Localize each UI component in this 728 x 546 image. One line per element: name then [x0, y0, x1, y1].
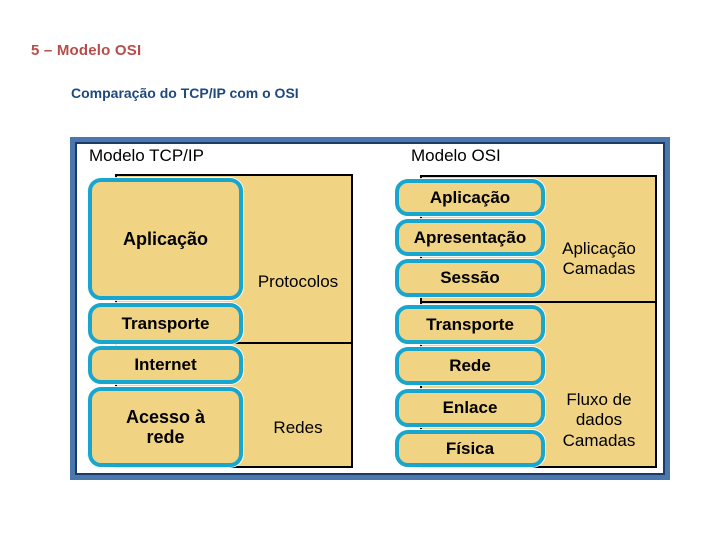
osi-layer-sessao: Sessão — [395, 259, 545, 297]
osi-layer-apresentacao: Apresentação — [395, 219, 545, 256]
osi-model-header: Modelo OSI — [411, 146, 501, 165]
slide-title: 5 – Modelo OSI — [31, 42, 142, 59]
osi-region-label-fluxo-dados: Fluxo de dados Camadas — [562, 390, 636, 450]
tcpip-layer-acesso-a-rede-label: Acesso à rede — [125, 406, 206, 447]
tcpip-region-label-redes: Redes — [273, 418, 323, 437]
osi-region-label-aplicacao-camadas: Aplicação Camadas — [562, 239, 636, 279]
tcpip-layer-acesso-a-rede: Acesso à rede — [88, 387, 243, 467]
tcpip-region-label-protocolos: Protocolos — [257, 272, 339, 291]
osi-layer-transporte: Transporte — [395, 305, 545, 344]
osi-layer-aplicacao: Aplicação — [395, 179, 545, 216]
tcpip-layer-aplicacao: Aplicação — [88, 178, 243, 300]
slide-subtitle: Comparação do TCP/IP com o OSI — [71, 85, 299, 101]
tcpip-layer-internet: Internet — [88, 346, 243, 384]
osi-layer-rede: Rede — [395, 347, 545, 385]
comparison-diagram-frame: Modelo TCP/IP Modelo OSI Protocolos Rede… — [70, 137, 670, 480]
tcpip-layer-transporte: Transporte — [88, 303, 243, 344]
tcpip-model-header: Modelo TCP/IP — [89, 146, 204, 165]
osi-layer-fisica: Física — [395, 430, 545, 467]
osi-layer-enlace: Enlace — [395, 389, 545, 427]
